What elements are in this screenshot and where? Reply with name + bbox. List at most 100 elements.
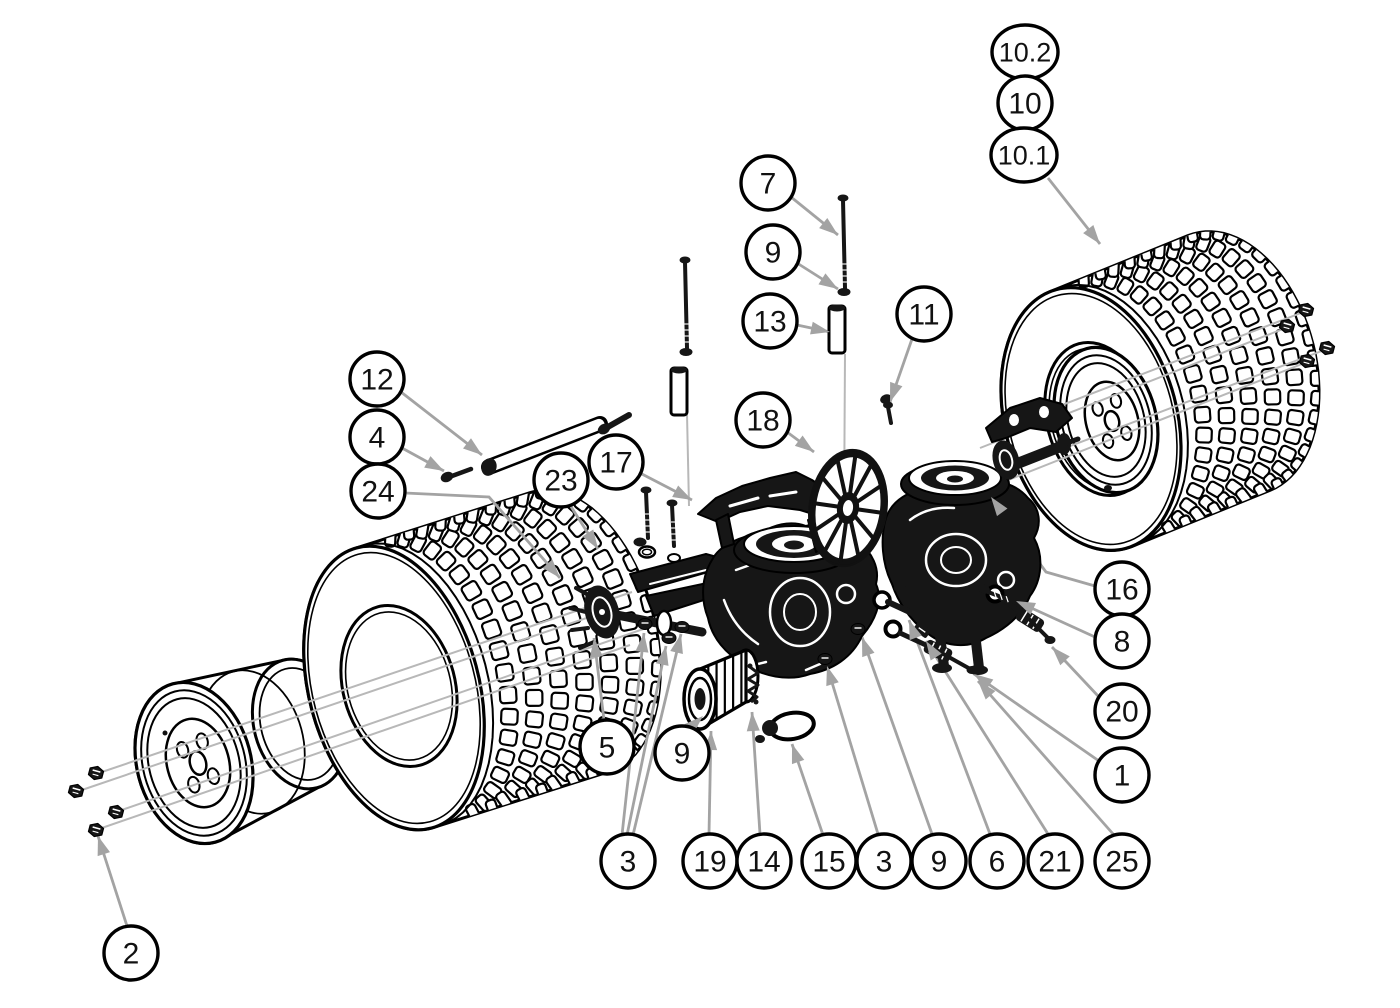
callout-circle [895,285,953,343]
lug-nut [107,804,125,820]
lug-nut [1318,340,1336,356]
lug-nut [1298,353,1316,369]
flange-nut [817,653,833,665]
callout-circle [102,924,160,982]
callout-2: 2 [102,924,160,982]
callout-circle [532,451,590,509]
leader-arrowhead [794,435,814,452]
flange-nut [661,632,677,644]
leader-arrowhead [746,712,760,732]
callout-number: 3 [620,846,637,879]
callout-circle [735,832,793,890]
leader-arrowhead [1052,647,1070,666]
leader-arrowhead [635,633,649,653]
leader-arrowhead [926,641,942,661]
callout-number: 24 [361,476,394,509]
callout-9: 9 [910,832,968,890]
callout-number: 13 [753,306,786,339]
leader-line-9 [860,636,934,835]
callout-number: 14 [747,846,780,879]
lug-nut [87,822,105,838]
callout-13: 13 [741,292,799,350]
callout-circle [734,391,792,449]
callout-number: 11 [908,299,939,332]
projection-line [75,609,611,793]
lug-nut [67,783,85,799]
leader-arrowhead [890,381,903,402]
leader-arrowhead [684,716,703,734]
leader-line-3 [631,633,683,836]
callout-number: 2 [123,938,140,971]
projection-line [115,625,653,813]
hex-bolt [440,466,474,483]
callout-24: 24 [349,462,407,520]
leader-line-3 [825,665,880,835]
callout-10: 10 [996,74,1054,132]
callout-25: 25 [1093,832,1151,890]
leader-arrowheads [97,217,1100,857]
hex-bolt [640,486,652,540]
callout-12: 12 [348,350,406,408]
callout-19: 19 [681,832,739,890]
callout-number: 10 [1008,88,1041,121]
callout-circle [741,292,799,350]
leader-line-1 [973,672,1100,763]
callout-number: 20 [1105,696,1138,729]
lug-nut [1278,318,1296,334]
callout-5: 5 [578,718,636,776]
callout-circle [599,832,657,890]
flange-nut [637,618,653,630]
projection-line [686,413,690,507]
callout-number: 1 [1114,760,1131,793]
callout-14: 14 [735,832,793,890]
leader-line-3 [620,632,646,836]
leader-arrowhead [655,646,669,666]
axle-spacer [827,304,847,355]
callout-number: 9 [931,846,948,879]
callout-21: 21 [1026,832,1084,890]
callout-circle [910,832,968,890]
leader-arrowhead [542,559,560,578]
leader-line-6 [907,619,992,835]
spacer-bushing [913,622,931,638]
callout-circle [744,223,802,281]
callout-number: 21 [1038,846,1071,879]
callout-10-1: 10.1 [989,126,1059,184]
flange-nut [674,621,690,633]
lug-nuts [67,302,1336,838]
callout-number: 25 [1105,846,1138,879]
callout-17: 17 [587,433,645,491]
callout-11: 11 [895,285,953,343]
leader-line-24 [404,491,562,579]
leader-arrowhead [791,744,805,765]
leader-line-25 [976,680,1116,836]
extension-spring [746,663,760,705]
leader-arrowhead [97,836,111,857]
callout-number: 7 [760,168,777,201]
callout-23: 23 [532,451,590,509]
splined-hub [682,648,760,731]
leader-arrowhead [424,456,444,471]
hex-bolt [666,499,678,548]
callout-number: 17 [599,447,632,480]
callout-number: 9 [674,738,691,771]
flange-nut [850,623,866,635]
callout-9: 9 [744,223,802,281]
bypass-rod [985,584,1056,644]
leader-arrowhead [909,620,922,641]
callout-number: 18 [746,405,779,438]
callout-number: 16 [1105,574,1138,607]
leader-arrowhead [1083,225,1100,244]
callout-6: 6 [968,832,1026,890]
callout-8: 8 [1093,612,1151,670]
callout-15: 15 [800,832,858,890]
callout-number: 10.1 [998,140,1051,170]
hex-bolt [978,584,1014,603]
leader-arrowhead [978,681,996,700]
flange-nut [837,288,851,296]
callout-circle [587,433,645,491]
callout-circle [1093,682,1151,740]
callout-16: 16 [1093,560,1151,618]
